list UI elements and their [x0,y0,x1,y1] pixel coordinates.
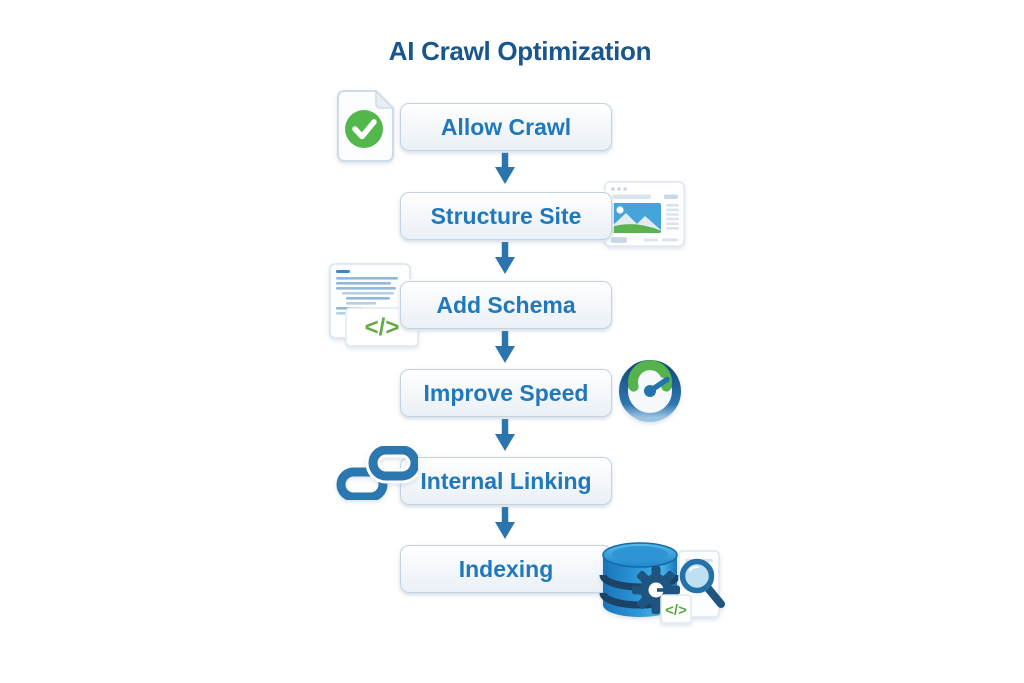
step-label-add-schema: Add Schema [436,291,576,318]
step-label-improve-speed: Improve Speed [423,379,589,406]
step-box-allow-crawl: Allow Crawl [400,103,612,151]
speedometer-icon [611,357,689,428]
down-arrow [495,152,515,184]
magnifier-icon [679,558,725,608]
step-label-indexing: Indexing [458,555,554,582]
code-document-icon: </> [326,262,426,353]
down-arrow [495,242,515,274]
down-arrow [495,331,515,363]
down-arrow [495,419,515,451]
document-check-icon [336,89,396,168]
svg-text:</>: </> [665,602,687,619]
diagram-title: AI Crawl Optimization [388,36,652,66]
step-label-structure-site: Structure Site [430,202,582,229]
check-circle-icon [345,110,383,148]
image-thumbnail-icon [611,203,661,233]
step-box-improve-speed: Improve Speed [400,369,612,417]
step-box-add-schema: Add Schema [400,281,612,329]
step-box-structure-site: Structure Site [400,192,612,240]
step-box-indexing: Indexing [400,545,612,593]
webpage-icon [604,181,686,254]
svg-text:</>: </> [365,314,400,341]
chain-link-icon [336,442,423,505]
code-tag-icon: </> [660,594,692,624]
database-search-icon: </> [597,539,733,634]
step-label-internal-linking: Internal Linking [420,467,592,494]
step-box-internal-linking: Internal Linking [400,457,612,505]
down-arrow [495,507,515,539]
step-label-allow-crawl: Allow Crawl [440,113,572,140]
